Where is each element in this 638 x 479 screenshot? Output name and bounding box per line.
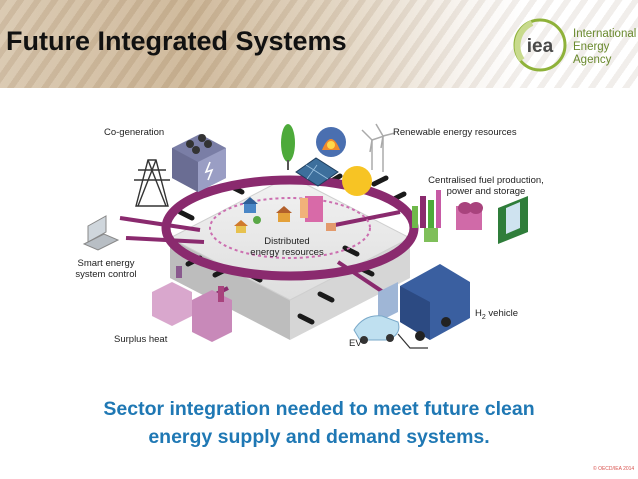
smart-control-laptop-icon [82,215,120,251]
label-smart-line-1: Smart energy [77,258,135,269]
header-texture [0,0,638,88]
label-ev: EV [349,338,362,349]
caption-line-1: Sector integration needed to meet future… [103,398,535,420]
iea-logo-mark: iea [527,36,554,57]
label-distributed-line-1: Distributed [264,236,310,247]
label-h2-suffix: vehicle [485,308,518,319]
label-h2-sub: 2 [481,313,486,321]
label-renewable: Renewable energy resources [393,127,517,138]
hydro-dam-icon [498,196,528,244]
label-h2-prefix: H [475,308,482,319]
label-smart-line-2: system control [75,269,137,280]
h2-truck-icon [378,264,470,341]
logo-line-2: Energy Agency [573,41,612,66]
cogeneration-unit-icon [172,134,226,192]
copyright-notice: © OECD/IEA 2014 [593,466,635,472]
label-centralised-line-2: power and storage [446,186,526,197]
geothermal-icon [316,127,346,157]
wind-turbines-icon [361,123,396,172]
surplus-heat-buildings-icon [152,266,232,342]
sun-icon [342,166,372,196]
logo-line-1: International [573,28,637,40]
ev-car-icon [353,315,428,349]
header-banner: Future Integrated Systems [0,0,638,88]
label-h2-vehicle: H2 vehicle [475,308,518,323]
label-smart-control: Smart energy system control [62,258,150,280]
label-distributed-line-2: energy resources [250,247,324,258]
label-distributed: Distributed energy resources [244,236,330,258]
fuel-production-icon [412,190,441,242]
solar-panel-icon [295,157,339,187]
label-cogeneration: Co-generation [104,127,165,138]
distributed-houses [234,196,336,233]
iea-logo-icon: iea [513,18,567,72]
inner-dashed-ring [209,197,371,259]
integrated-systems-diagram [82,123,528,349]
page-title: Future Integrated Systems [6,26,347,56]
label-centralised-line-1: Centralised fuel production, [428,175,544,186]
storage-building-icon [456,202,483,230]
iea-logo-text: International Energy Agency [573,28,637,67]
caption-line-2: energy supply and demand systems. [148,426,490,448]
power-pylon-icon [134,159,170,207]
tree-icon [281,124,295,170]
label-centralised: Centralised fuel production, power and s… [425,175,547,197]
label-surplus-heat: Surplus heat [114,334,168,345]
